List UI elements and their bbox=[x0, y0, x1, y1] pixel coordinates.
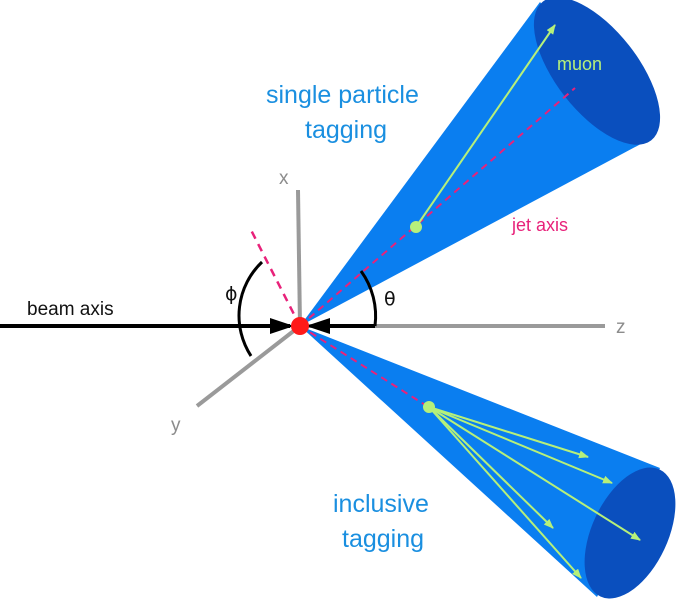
y-axis-line bbox=[195, 324, 302, 408]
inclusive-label-line2: tagging bbox=[342, 525, 424, 553]
beam-arrow-right bbox=[306, 318, 330, 334]
inclusive-track bbox=[428, 406, 641, 541]
inclusive-track bbox=[428, 406, 582, 579]
inclusive-track bbox=[428, 406, 554, 529]
x-axis-line bbox=[296, 189, 302, 327]
x-axis-label: x bbox=[279, 168, 289, 189]
muon-label: muon bbox=[557, 54, 602, 74]
y-axis-label: y bbox=[171, 415, 181, 436]
inclusive-label-line1: inclusive bbox=[333, 490, 429, 518]
upper-cone bbox=[300, 0, 661, 326]
primary-vertex bbox=[291, 317, 309, 335]
theta-label: θ bbox=[384, 288, 396, 310]
jet-axis-label: jet axis bbox=[511, 215, 568, 235]
upper-secondary-vertex bbox=[410, 221, 422, 233]
single-particle-label-line1: single particle bbox=[266, 81, 419, 109]
jet-axis-upper bbox=[299, 87, 576, 327]
theta-arc bbox=[359, 270, 378, 327]
upper-cone-cap bbox=[533, 0, 661, 145]
jet-axis-lower bbox=[299, 325, 431, 409]
phi-label: ϕ bbox=[225, 283, 238, 305]
beam-arrow-left bbox=[270, 318, 294, 334]
inclusive-track bbox=[428, 406, 613, 484]
phi-arc bbox=[237, 260, 264, 357]
z-axis-label: z bbox=[616, 317, 626, 338]
inclusive-tracks bbox=[428, 406, 641, 579]
muon-track bbox=[415, 24, 556, 228]
lower-secondary-vertex bbox=[423, 401, 435, 413]
lower-cone-body bbox=[300, 326, 660, 597]
beam-axis-label: beam axis bbox=[27, 299, 114, 320]
inclusive-track bbox=[428, 406, 589, 459]
phi-reference-line bbox=[249, 229, 302, 327]
single-particle-label-line2: tagging bbox=[305, 116, 387, 144]
